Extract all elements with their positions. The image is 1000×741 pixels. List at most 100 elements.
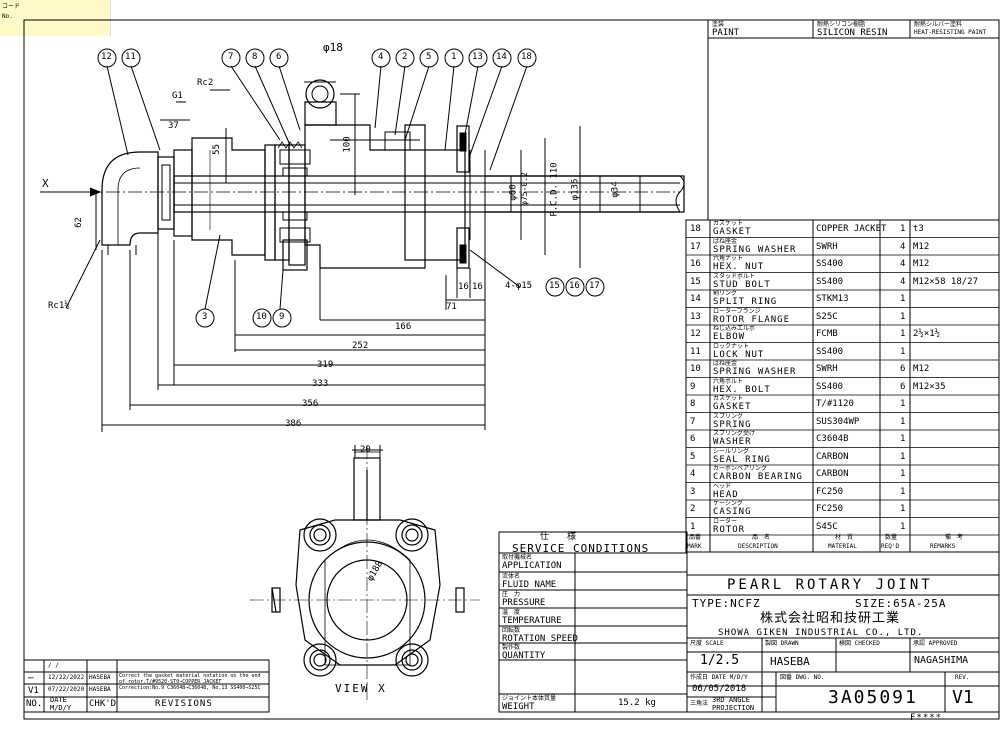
part-name: STUD BOLT: [713, 279, 771, 290]
service-row-jp: 流体名: [502, 573, 521, 580]
part-qty: 1: [900, 294, 906, 304]
hdr-desc-jp: 品 名: [752, 534, 771, 541]
part-number: 14: [690, 294, 701, 304]
dim-20: 20: [360, 445, 371, 455]
part-qty: 1: [900, 434, 906, 444]
part-material: S25C: [816, 311, 838, 322]
part-qty: 1: [900, 311, 906, 322]
corner-tag: コード No.: [0, 0, 111, 36]
balloon-label: 6: [276, 52, 282, 62]
checked-label: 検図 CHECKED: [839, 640, 880, 647]
part-number: 3: [690, 486, 696, 497]
part-number: 7: [690, 416, 696, 427]
part-note: 2½×1½: [913, 329, 941, 339]
part-name-jp: ばね座金: [713, 237, 738, 245]
part-qty: 6: [900, 381, 906, 392]
part-number: 15: [690, 276, 701, 287]
part-note: M12: [913, 364, 930, 374]
part-qty: 1: [900, 346, 906, 357]
part-name-jp: ローター: [713, 517, 738, 525]
part-name-jp: ロックナット: [713, 342, 750, 350]
paint-jp: 塗装: [712, 21, 725, 28]
service-row-label: APPLICATION: [502, 561, 562, 571]
part-number: 13: [690, 311, 701, 322]
dim-37: 37: [168, 121, 179, 131]
weight-jp: ジョイント本体質量: [502, 695, 557, 702]
part-name-jp: ガスケット: [713, 395, 744, 402]
part-name: SPRING WASHER: [713, 244, 797, 255]
dim-71: 71: [446, 302, 457, 312]
rev-mark: V1: [28, 686, 39, 696]
rev-no-label: NO.: [26, 699, 43, 709]
part-qty: 1: [900, 416, 906, 427]
part-name-jp: カーボンベアリング: [713, 465, 768, 472]
service-row-jp: 取付機械名: [502, 554, 533, 561]
part-qty: 1: [900, 224, 906, 234]
hdr-mark: MARK: [687, 543, 702, 550]
part-material: FC250: [816, 486, 844, 497]
dim-phi60: φ60: [508, 184, 519, 201]
part-name-jp: 割リング: [713, 290, 738, 297]
part-name: LOCK NUT: [713, 349, 765, 360]
part-number: 11: [690, 346, 701, 357]
part-qty: 1: [900, 504, 906, 514]
part-name: SPRING: [713, 419, 752, 430]
silicon-label: SILICON RESIN: [817, 28, 888, 38]
part-number: 2: [690, 504, 696, 514]
part-material: C3604B: [816, 434, 849, 444]
part-qty: 4: [900, 276, 906, 287]
dim-rc2: Rc2: [197, 78, 214, 88]
heat-jp: 耐熱シルバー塗料: [914, 21, 963, 28]
balloon-label: 13: [472, 52, 483, 62]
balloon-label: 15: [549, 281, 560, 291]
dim-62: 62: [73, 217, 84, 228]
part-number: 12: [690, 329, 701, 339]
dwg-label: 図番 DWG. NO.: [780, 674, 825, 681]
part-name-jp: スプリング受け: [713, 430, 756, 437]
product-name: PEARL ROTARY JOINT: [727, 577, 933, 593]
service-row-label: QUANTITY: [502, 651, 546, 661]
part-number: 8: [690, 399, 696, 409]
hdr-mat-jp: 材 質: [835, 534, 854, 541]
part-number: 18: [690, 224, 701, 234]
part-material: STKM13: [816, 294, 849, 304]
service-row-jp: 回転数: [502, 627, 521, 634]
service-row-label: TEMPERATURE: [502, 616, 562, 626]
part-material: SS400: [816, 259, 844, 269]
service-row-jp: 圧 力: [502, 591, 521, 598]
balloon-label: 11: [125, 52, 136, 62]
part-qty: 1: [900, 399, 906, 409]
dim-g1: G1: [172, 91, 183, 101]
service-row-label: ROTATION SPEED: [502, 634, 578, 644]
rev-chk: HASEBA: [89, 674, 111, 681]
service-row-jp: 製作数: [502, 644, 521, 651]
balloon-label: 5: [426, 52, 432, 62]
balloon-label: 14: [496, 52, 507, 62]
part-name-jp: スプリング: [713, 412, 744, 420]
part-material: CARBON: [816, 469, 849, 479]
service-row-label: PRESSURE: [502, 598, 546, 608]
rev-text: Correct the gasket material notation on …: [119, 673, 261, 685]
rev-chk-label: CHK'D: [89, 699, 117, 709]
hdr-rem: REMARKS: [930, 543, 956, 550]
part-qty: 4: [900, 259, 906, 269]
service-title-jp: 仕 様: [540, 532, 577, 542]
hdr-req: REQ'D: [881, 543, 900, 550]
part-material: FC250: [816, 504, 844, 514]
dim-rc112: Rc1½: [48, 301, 70, 311]
part-name: SPRING WASHER: [713, 367, 797, 377]
f-code: F****: [910, 713, 943, 723]
service-row-label: FLUID NAME: [502, 580, 557, 590]
company-en: SHOWA GIKEN INDUSTRIAL CO., LTD.: [718, 628, 924, 638]
part-number: 17: [690, 241, 701, 252]
part-name: ROTOR FLANGE: [713, 314, 791, 325]
part-name: WASHER: [713, 437, 752, 447]
balloon-label: 7: [228, 52, 234, 62]
scale-value: 1/2.5: [700, 653, 740, 668]
part-material: S45C: [816, 521, 838, 532]
part-material: FCMB: [816, 329, 838, 339]
part-material: T/#1120: [816, 399, 854, 409]
balloon-label: 12: [101, 52, 112, 62]
part-name: CASING: [713, 507, 752, 517]
